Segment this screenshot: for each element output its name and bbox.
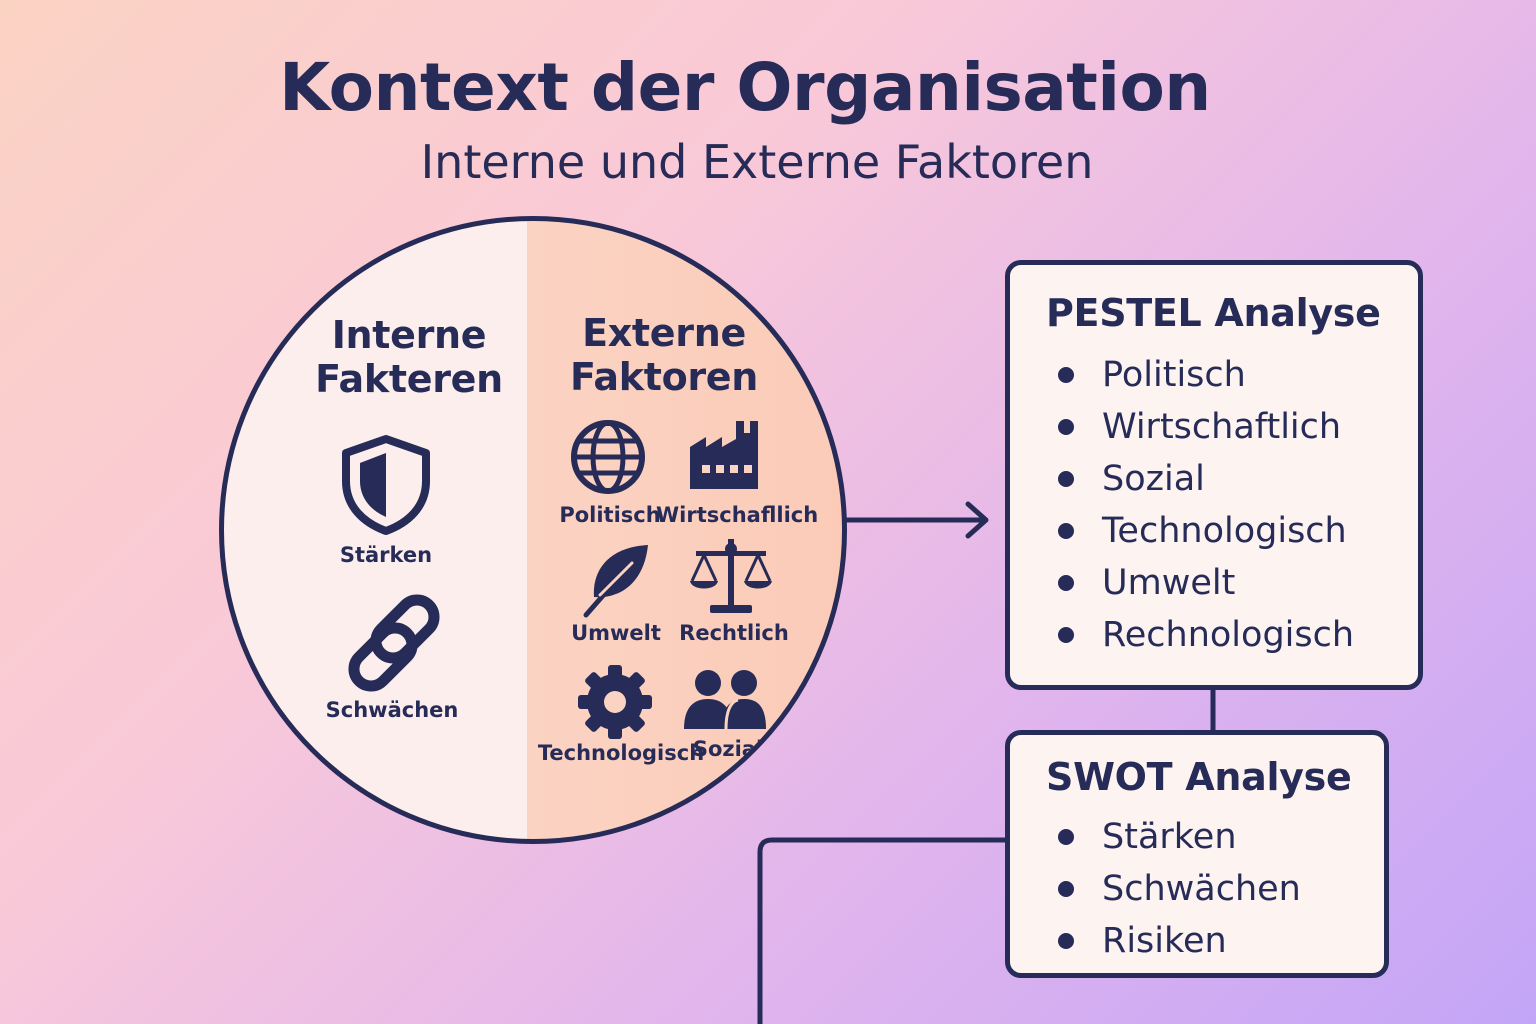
external-label-wirtschafllich: Wirtschafllich [656, 503, 819, 527]
chain-link-icon [348, 594, 440, 692]
internal-label-schwaechen: Schwächen [325, 698, 459, 722]
shield-icon [342, 435, 430, 535]
gear-icon [578, 665, 652, 739]
external-label-politisch: Politisch [559, 503, 661, 527]
page-subtitle: Interne und Externe Faktoren [420, 135, 1094, 189]
globe-icon [571, 420, 645, 494]
bullet-icon [1058, 419, 1074, 435]
bullet-icon [1058, 367, 1074, 383]
page-title: Kontext der Organisation [279, 49, 1211, 126]
list-item-label: Rechnologisch [1102, 615, 1355, 655]
list-item: Politisch [1054, 349, 1354, 401]
list-item-label: Risiken [1102, 921, 1227, 961]
list-item-label: Umwelt [1102, 563, 1236, 603]
internal-heading-line1: Interne [331, 313, 487, 357]
list-item: Wirtschaftlich [1054, 401, 1354, 453]
list-item-label: Stärken [1102, 817, 1237, 857]
factory-icon [690, 421, 758, 489]
external-heading-line2: Faktoren [569, 355, 759, 399]
bullet-icon [1058, 471, 1074, 487]
internal-label-staerken: Stärken [339, 543, 433, 567]
list-item: Umwelt [1054, 557, 1354, 609]
list-item-label: Sozial [1102, 459, 1205, 499]
swot-list: Stärken Schwächen Risiken [1054, 811, 1301, 967]
leaf-icon [583, 545, 648, 618]
swot-down-connector [757, 837, 1008, 1024]
bullet-icon [1058, 881, 1074, 897]
external-label-technologisch: Technologisch [537, 741, 705, 765]
bullet-icon [1058, 523, 1074, 539]
arrow-head [965, 501, 989, 539]
list-item: Risiken [1054, 915, 1301, 967]
bullet-icon [1058, 933, 1074, 949]
list-item: Stärken [1054, 811, 1301, 863]
list-item: Sozial [1054, 453, 1354, 505]
list-item-label: Wirtschaftlich [1102, 407, 1342, 447]
external-heading-line1: Externe [582, 311, 746, 355]
list-item-label: Technologisch [1102, 511, 1347, 551]
internal-heading: Interne Fakteren [294, 313, 524, 401]
internal-heading-line2: Fakteren [315, 357, 503, 401]
external-label-rechtlich: Rechtlich [679, 621, 789, 645]
external-label-umwelt: Umwelt [571, 621, 661, 645]
bullet-icon [1058, 575, 1074, 591]
bullet-icon [1058, 627, 1074, 643]
list-item-label: Politisch [1102, 355, 1246, 395]
bullet-icon [1058, 829, 1074, 845]
people-icon [684, 670, 766, 730]
list-item: Rechnologisch [1054, 609, 1354, 661]
list-item: Schwächen [1054, 863, 1301, 915]
factors-circle: Interne Fakteren Stärken Schwächen Exter… [219, 216, 847, 844]
pestel-title: PESTEL Analyse [1046, 291, 1381, 335]
swot-box: SWOT Analyse Stärken Schwächen Risiken [1005, 730, 1389, 978]
pestel-list: Politisch Wirtschaftlich Sozial Technolo… [1054, 349, 1354, 661]
pestel-box: PESTEL Analyse Politisch Wirtschaftlich … [1005, 260, 1423, 690]
list-item: Technologisch [1054, 505, 1354, 557]
scales-icon [690, 539, 772, 613]
external-heading: Externe Faktoren [544, 311, 784, 399]
swot-title: SWOT Analyse [1046, 755, 1352, 799]
external-label-sozial: Sozial [692, 737, 764, 761]
list-item-label: Schwächen [1102, 869, 1301, 909]
